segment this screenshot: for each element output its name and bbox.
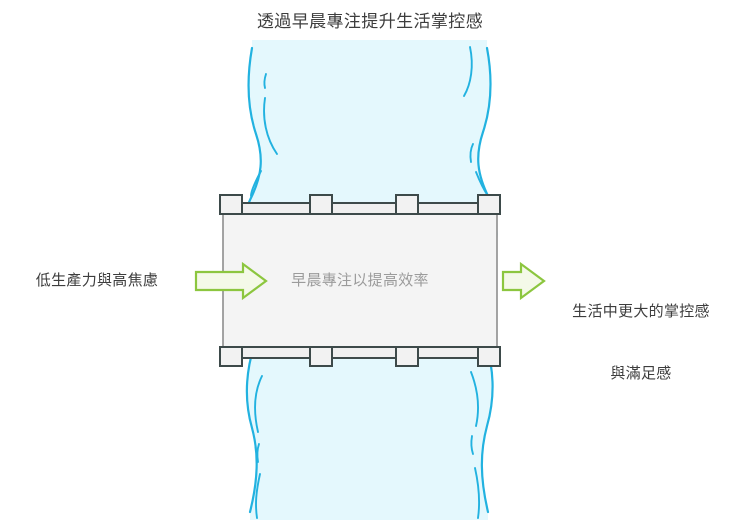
bridge-center-label: 早晨專注以提高效率: [291, 272, 429, 289]
bridge-post-top-right: [477, 194, 501, 215]
river-current-line: [263, 73, 267, 89]
river-current-line: [256, 443, 260, 463]
river-current-line: [250, 170, 262, 197]
bridge-post-top-left: [219, 194, 243, 215]
bridge-post-top-mid-2: [395, 194, 419, 215]
bridge-bottom-deck: [222, 346, 498, 359]
left-state-label: 低生產力與高焦慮: [35, 272, 159, 289]
bridge-post-bottom-right: [477, 346, 501, 367]
river-current-line: [254, 375, 263, 433]
bridge-group: [219, 194, 501, 367]
right-state-label: 生活中更大的掌控感 與滿足感: [548, 261, 734, 427]
river-current-line: [463, 46, 473, 97]
river-current-line: [469, 143, 474, 163]
bridge-post-bottom-mid-1: [309, 346, 333, 367]
river-current-line: [470, 371, 479, 427]
right-state-label-line-2: 與滿足感: [610, 365, 672, 383]
river-current-line: [255, 473, 261, 519]
bridge-post-bottom-left: [219, 346, 243, 367]
bridge-post-bottom-mid-2: [395, 346, 419, 367]
bridge-post-top-mid-1: [309, 194, 333, 215]
river-current-line: [470, 435, 474, 455]
river-current-line: [474, 467, 480, 519]
bridge-body: [222, 211, 498, 349]
right-state-label-line-1: 生活中更大的掌控感: [572, 303, 710, 321]
bridge-top-deck: [222, 202, 498, 215]
river-current-line: [263, 97, 278, 155]
diagram-title: 透過早晨專注提升生活掌控感: [256, 12, 484, 31]
right-arrow-icon: [501, 261, 546, 301]
left-arrow-icon: [194, 261, 268, 301]
